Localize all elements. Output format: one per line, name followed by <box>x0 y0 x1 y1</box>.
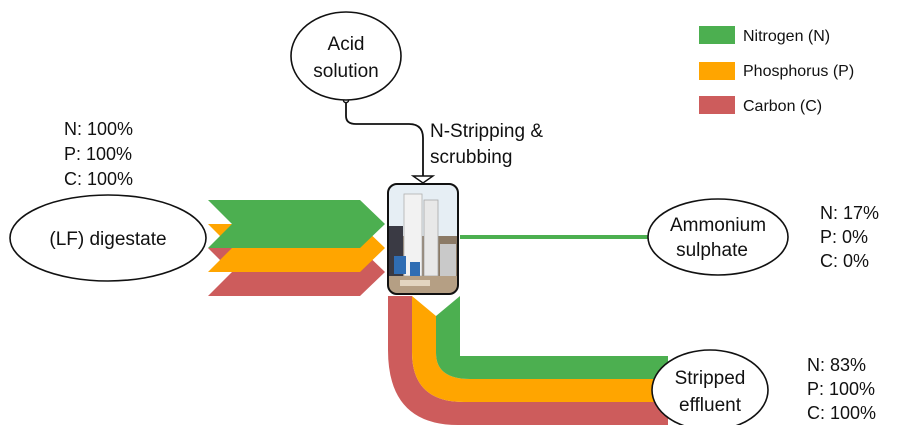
ammonium-label-line2: sulphate <box>676 240 748 261</box>
ammonium-composition-c: C: 0% <box>820 251 869 271</box>
stripping-column-photo <box>387 183 459 295</box>
digestate-node: (LF) digestate <box>9 194 207 282</box>
legend-swatch-carbon <box>699 96 735 114</box>
legend-label-nitrogen: Nitrogen (N) <box>743 28 830 45</box>
ammonium-label-line1: Ammonium <box>670 215 766 236</box>
effluent-composition-c: C: 100% <box>807 403 876 423</box>
input-composition-c: C: 100% <box>64 169 133 189</box>
input-composition: N: 100% P: 100% C: 100% <box>64 119 133 189</box>
legend: Nitrogen (N) Phosphorus (P) Carbon (C) <box>699 26 854 115</box>
effluent-composition-p: P: 100% <box>807 379 875 399</box>
ammonium-composition-n: N: 17% <box>820 203 879 223</box>
stripped-effluent-node: Stripped effluent <box>651 349 769 425</box>
legend-swatch-nitrogen <box>699 26 735 44</box>
process-label-line1: N-Stripping & <box>430 121 543 142</box>
input-flow-nitrogen <box>208 200 385 248</box>
acid-label-line2: solution <box>313 61 379 82</box>
acid-solution-node: Acid solution <box>290 11 402 101</box>
acid-label-line1: Acid <box>328 34 365 55</box>
acid-line-arrowhead <box>410 175 436 184</box>
ammonium-sulphate-node: Ammonium sulphate <box>647 198 789 276</box>
effluent-flow-nitrogen <box>436 296 668 379</box>
effluent-composition: N: 83% P: 100% C: 100% <box>807 355 876 423</box>
process-label: N-Stripping & scrubbing <box>430 121 543 168</box>
legend-label-phosphorus: Phosphorus (P) <box>743 63 854 80</box>
input-flow-arrows <box>208 200 385 296</box>
effluent-flow-notch <box>412 296 460 316</box>
legend-swatch-phosphorus <box>699 62 735 80</box>
process-label-line2: scrubbing <box>430 147 512 168</box>
effluent-composition-n: N: 83% <box>807 355 866 375</box>
effluent-flow-phosphorus <box>412 296 668 402</box>
effluent-flow-carbon <box>388 296 668 425</box>
input-composition-n: N: 100% <box>64 119 133 139</box>
effluent-label-line1: Stripped <box>675 368 746 389</box>
legend-label-carbon: Carbon (C) <box>743 98 822 115</box>
digestate-label: (LF) digestate <box>49 229 166 250</box>
effluent-flow-bands <box>388 296 668 425</box>
ammonium-composition: N: 17% P: 0% C: 0% <box>820 203 879 271</box>
acid-feed-line <box>342 96 436 184</box>
input-composition-p: P: 100% <box>64 144 132 164</box>
ammonium-composition-p: P: 0% <box>820 227 868 247</box>
effluent-label-line2: effluent <box>679 395 742 416</box>
